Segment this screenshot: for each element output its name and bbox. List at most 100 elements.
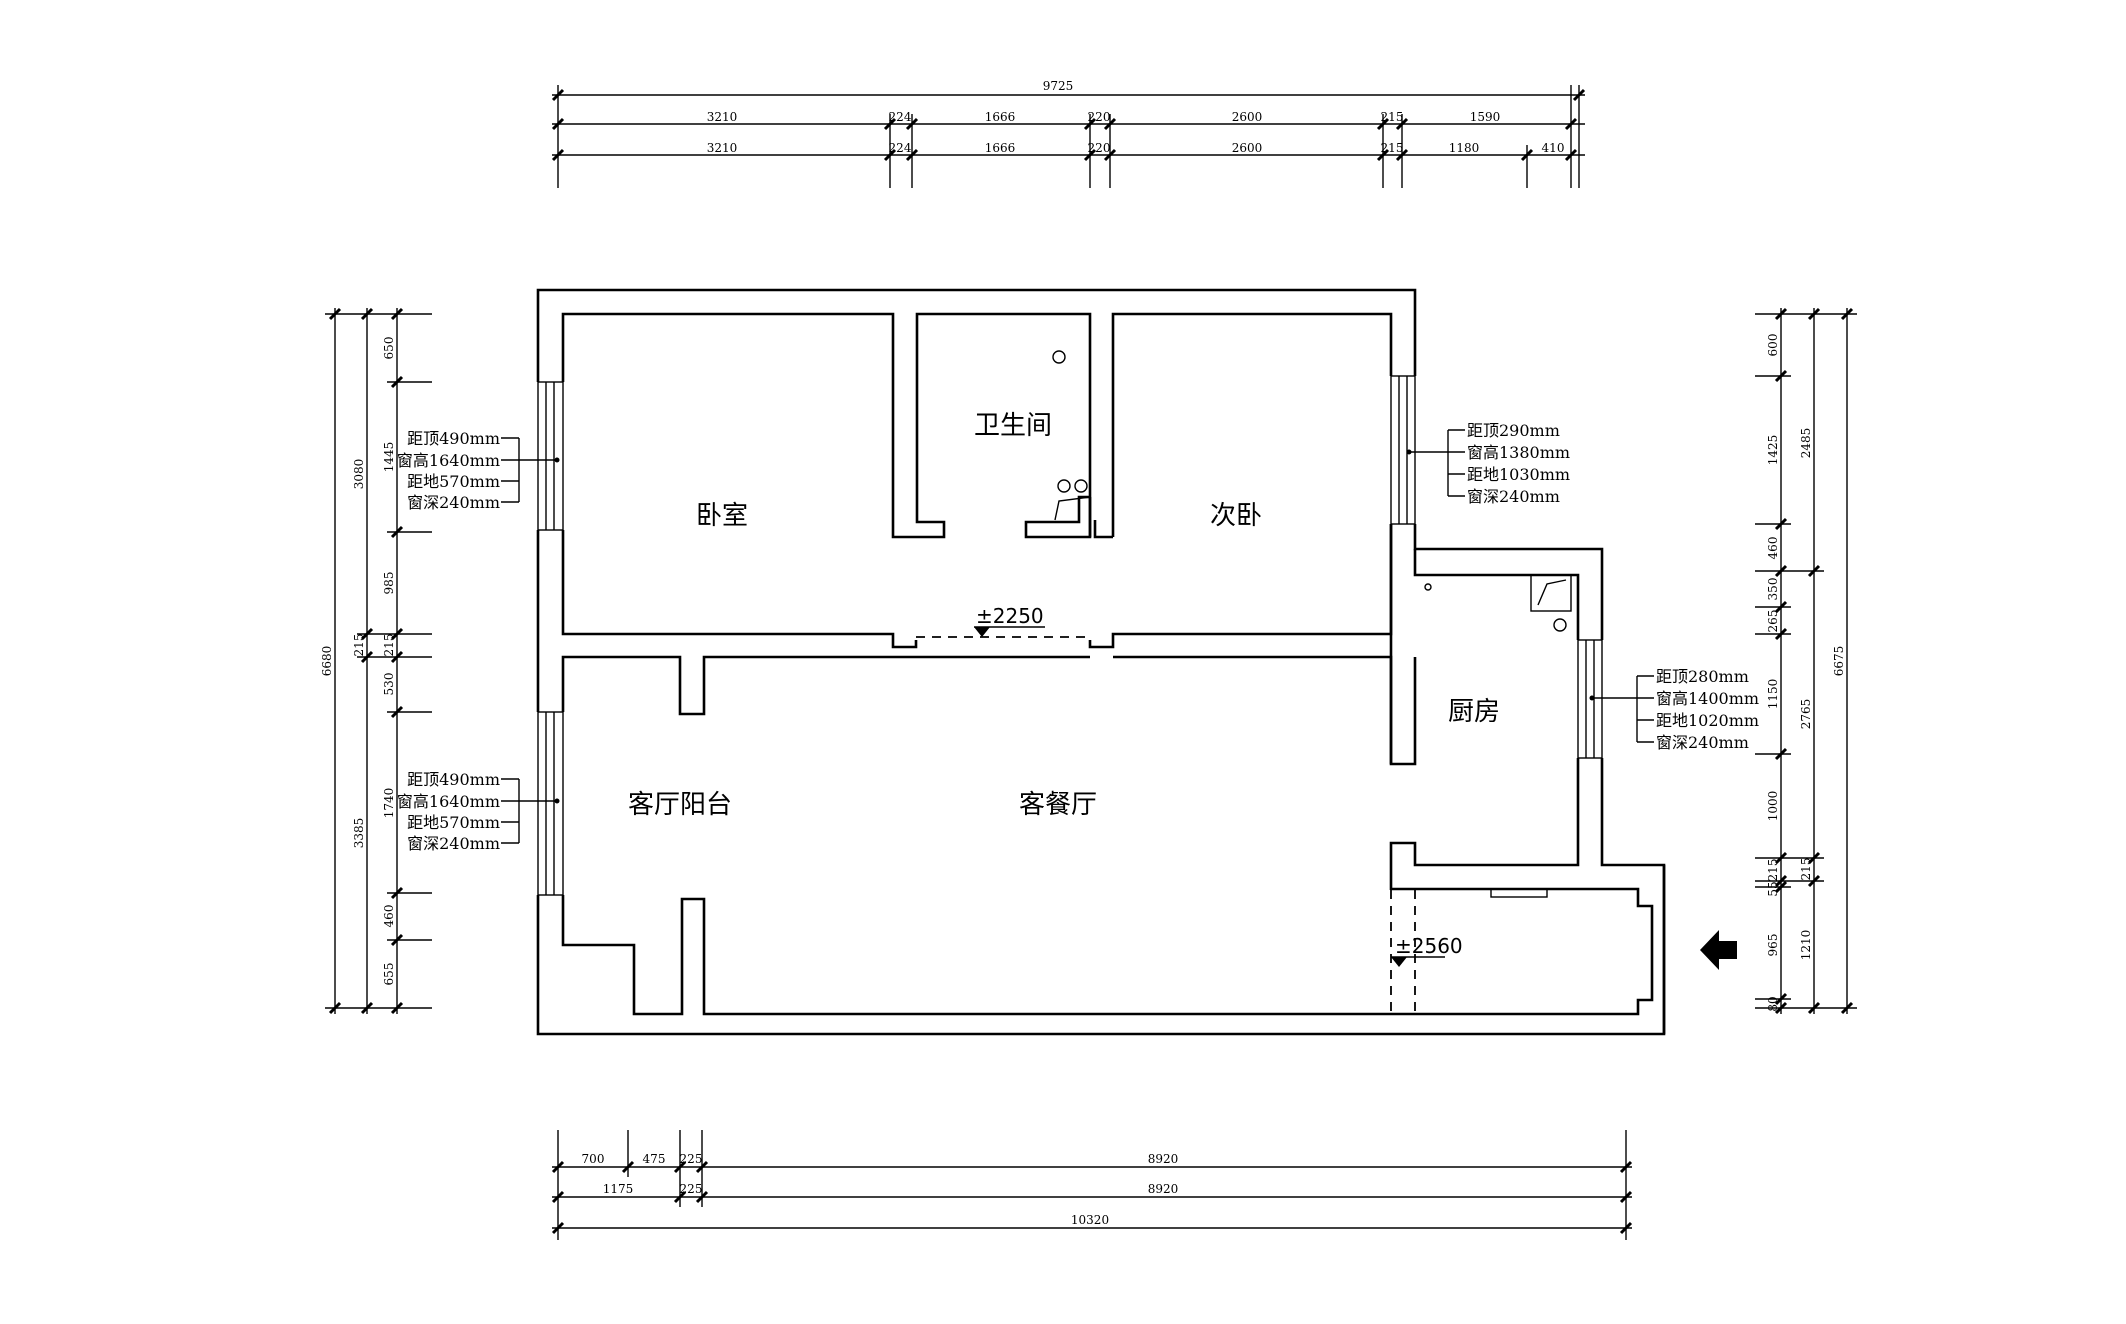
dim-right-inner: 265 [1766,610,1780,633]
dim-right-mid: 2765 [1799,699,1813,730]
window-note-line: 距顶280mm [1656,667,1749,686]
dim-right-inner: 1000 [1766,791,1780,822]
window-note-line: 窗深240mm [407,493,500,512]
dim-top-row2: 2600 [1232,141,1263,155]
dim-left-inner: 215 [382,634,396,657]
dim-right-mid: 1210 [1799,930,1813,961]
dim-top-row1: 220 [1088,110,1111,124]
toilet-icon [1054,496,1091,521]
floor-drain-icon [1052,350,1066,364]
dim-right-inner: 965 [1766,934,1780,957]
room-label-second-bedroom: 次卧 [1210,501,1262,531]
dim-right-inner: 1150 [1766,679,1780,710]
windows [537,375,1603,896]
dim-bottom-row2: 8920 [1148,1182,1179,1196]
dim-right-inner: 600 [1766,334,1780,357]
dim-top-row2: 1180 [1449,141,1480,155]
dim-left-total: 6680 [320,646,334,677]
dim-right-inner: 80 [1766,996,1780,1011]
level-label-hall: ±2250 [976,604,1044,628]
window-note-line: 距顶290mm [1467,421,1560,440]
dim-top-row1: 224 [889,110,912,124]
dim-right-inner: 1425 [1766,435,1780,466]
dim-left-inner: 530 [382,673,396,696]
window-balcony [537,711,564,896]
window-note-line: 距地1020mm [1656,711,1759,730]
dim-left-mid: 3080 [352,459,366,490]
dim-left-inner: 655 [382,963,396,986]
dim-left-inner: 1445 [382,442,396,473]
dim-left-mid: 3385 [352,818,366,849]
washbasin-icon [1074,479,1088,493]
dim-top-row1: 3210 [707,110,738,124]
radiator-icon [1490,888,1548,898]
openings [916,636,1416,1014]
level-marker-entry: ±2560 [1391,934,1463,967]
dim-top-row1: 1666 [985,110,1016,124]
room-label-living-dining: 客餐厅 [1019,790,1097,820]
fixtures [1052,350,1572,898]
window-note-line: 距顶490mm [407,770,500,789]
right-dimensions: 6675 2485 2765 215 1210 600 1425 460 350… [1755,307,1857,1015]
left-dimensions: 6680 3080 215 3385 650 1445 985 215 530 … [320,307,432,1015]
window-note-line: 距地570mm [407,813,500,832]
window-note-second-bedroom: 距顶290mm 窗高1380mm 距地1030mm 窗深240mm [1406,421,1570,506]
dim-top-row2: 410 [1542,141,1565,155]
dim-right-mid: 2485 [1799,428,1813,459]
window-note-kitchen: 距顶280mm 窗高1400mm 距地1020mm 窗深240mm [1589,667,1759,752]
dim-right-inner: 55 [1766,881,1780,896]
dim-top-row2: 220 [1088,141,1111,155]
window-note-line: 距顶490mm [407,429,500,448]
dim-right-mid: 215 [1799,858,1813,881]
dim-left-inner: 460 [382,905,396,928]
room-label-kitchen: 厨房 [1448,697,1500,727]
dim-bottom-row1: 475 [643,1152,666,1166]
window-note-line: 窗深240mm [407,834,500,853]
level-marker-hall: ±2250 [974,604,1045,637]
dim-left-inner: 985 [382,572,396,595]
window-note-line: 窗深240mm [1656,733,1749,752]
dim-bottom-row2: 1175 [603,1182,634,1196]
bottom-dimensions: 700 475 225 8920 1175 225 8920 10320 [551,1130,1633,1240]
level-label-entry: ±2560 [1395,934,1463,958]
entrance-arrow-icon [1700,930,1737,970]
kitchen-flue-icon [1530,574,1572,612]
room-label-living-balcony: 客厅阳台 [628,790,732,820]
dim-right-inner: 215 [1766,859,1780,882]
room-label-bathroom: 卫生间 [974,411,1052,441]
level-markers: ±2250 ±2560 [974,604,1463,967]
dim-bottom-row1: 225 [680,1152,703,1166]
window-note-line: 窗高1640mm [397,792,500,811]
kitchen-drain-icon [1553,618,1567,632]
window-note-line: 窗高1380mm [1467,443,1570,462]
dim-top-row2: 1666 [985,141,1016,155]
dim-top-row2: 3210 [707,141,738,155]
dim-bottom-total: 10320 [1071,1213,1109,1227]
dim-top-row1: 1590 [1470,110,1501,124]
window-note-line: 距地570mm [407,472,500,491]
dim-right-inner: 350 [1766,578,1780,601]
window-note-line: 距地1030mm [1467,465,1570,484]
window-note-balcony: 距顶490mm 窗高1640mm 距地570mm 窗深240mm [397,770,560,853]
dim-top-row1: 215 [1381,110,1404,124]
room-label-bedroom: 卧室 [696,501,748,531]
dim-top-row2: 224 [889,141,912,155]
dim-right-total: 6675 [1832,646,1846,677]
dim-bottom-row1: 8920 [1148,1152,1179,1166]
window-bedroom [537,381,564,531]
kitchen-drain-icon [1424,583,1432,591]
walls [536,288,1666,1036]
window-note-line: 窗高1640mm [397,451,500,470]
dim-bottom-row1: 700 [582,1152,605,1166]
window-note-line: 窗深240mm [1467,487,1560,506]
dim-top-total: 9725 [1043,79,1074,93]
washbasin-icon [1057,479,1071,493]
window-note-bedroom: 距顶490mm 窗高1640mm 距地570mm 窗深240mm [397,429,560,512]
room-labels: 卧室 卫生间 次卧 厨房 客厅阳台 客餐厅 [628,411,1500,820]
dim-left-inner: 1740 [382,788,396,819]
dim-left-inner: 650 [382,337,396,360]
dim-left-mid: 215 [352,634,366,657]
dim-top-row1: 2600 [1232,110,1263,124]
window-note-line: 窗高1400mm [1656,689,1759,708]
